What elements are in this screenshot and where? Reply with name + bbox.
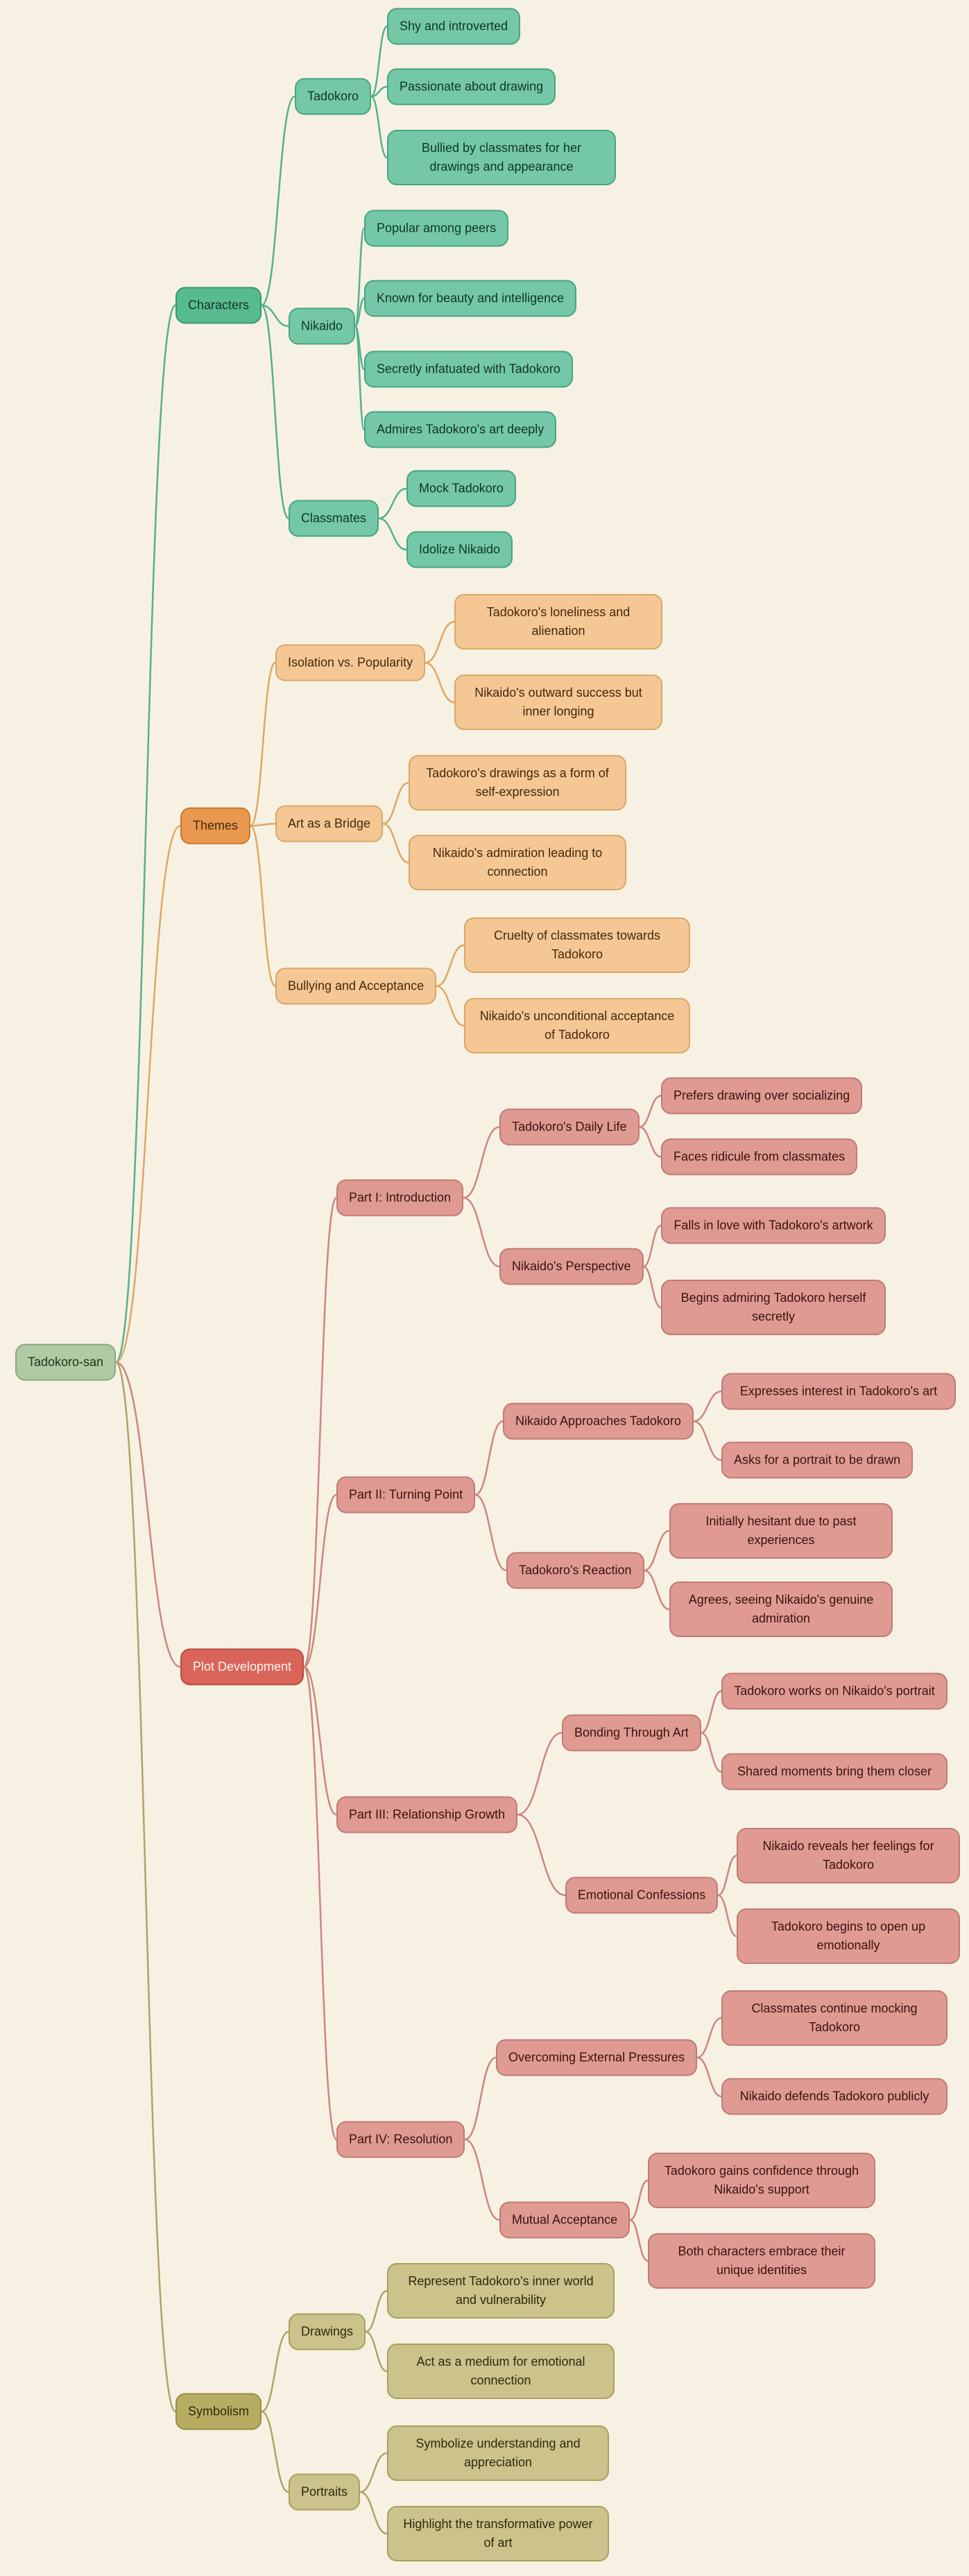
leaf-represent-inner-world[interactable]: Represent Tadokoro's inner world and vul…	[387, 2263, 615, 2319]
leaf-unconditional-acceptance[interactable]: Nikaido's unconditional acceptance of Ta…	[464, 998, 690, 1053]
leaf-bullied-by-classmates[interactable]: Bullied by classmates for her drawings a…	[387, 130, 616, 185]
leaf-nikaido-defends-publicly[interactable]: Nikaido defends Tadokoro publicly	[721, 2078, 947, 2115]
leaf-drawings-self-expression[interactable]: Tadokoro's drawings as a form of self-ex…	[409, 755, 626, 811]
branch-plot-development[interactable]: Plot Development	[180, 1648, 305, 1686]
leaf-idolize-nikaido[interactable]: Idolize Nikaido	[406, 531, 513, 568]
node-art-as-a-bridge[interactable]: Art as a Bridge	[275, 805, 384, 842]
leaf-embrace-unique-identities[interactable]: Both characters embrace their unique ide…	[648, 2233, 875, 2289]
leaf-falls-in-love-artwork[interactable]: Falls in love with Tadokoro's artwork	[661, 1207, 886, 1244]
leaf-medium-emotional-connection[interactable]: Act as a medium for emotional connection	[387, 2344, 615, 2399]
leaf-passionate-about-drawing[interactable]: Passionate about drawing	[387, 68, 556, 105]
leaf-secretly-infatuated[interactable]: Secretly infatuated with Tadokoro	[364, 350, 573, 388]
leaf-outward-success-inner-longing[interactable]: Nikaido's outward success but inner long…	[454, 675, 662, 730]
node-nikaido[interactable]: Nikaido	[289, 307, 356, 345]
leaf-admires-art-deeply[interactable]: Admires Tadokoro's art deeply	[364, 411, 557, 448]
leaf-faces-ridicule[interactable]: Faces ridicule from classmates	[661, 1138, 858, 1176]
leaf-admiration-leading-connection[interactable]: Nikaido's admiration leading to connecti…	[409, 835, 626, 890]
leaf-initially-hesitant[interactable]: Initially hesitant due to past experienc…	[669, 1503, 893, 1559]
leaf-asks-for-portrait[interactable]: Asks for a portrait to be drawn	[721, 1441, 914, 1479]
leaf-shy-and-introverted[interactable]: Shy and introverted	[387, 8, 521, 45]
node-part-2-turning-point[interactable]: Part II: Turning Point	[336, 1476, 476, 1514]
root-node-tadokoro-san[interactable]: Tadokoro-san	[15, 1344, 117, 1381]
leaf-popular-among-peers[interactable]: Popular among peers	[364, 210, 509, 247]
leaf-classmates-continue-mocking[interactable]: Classmates continue mocking Tadokoro	[721, 1990, 947, 2046]
leaf-transformative-power-art[interactable]: Highlight the transformative power of ar…	[387, 2506, 609, 2561]
node-classmates[interactable]: Classmates	[289, 500, 379, 537]
node-tadokoro-reaction[interactable]: Tadokoro's Reaction	[506, 1552, 644, 1589]
leaf-shared-moments-closer[interactable]: Shared moments bring them closer	[721, 1753, 947, 1790]
node-nikaido-perspective[interactable]: Nikaido's Perspective	[499, 1248, 644, 1285]
leaf-cruelty-of-classmates[interactable]: Cruelty of classmates towards Tadokoro	[464, 917, 690, 973]
branch-symbolism[interactable]: Symbolism	[175, 2393, 262, 2430]
leaf-gains-confidence[interactable]: Tadokoro gains confidence through Nikaid…	[648, 2153, 875, 2208]
node-bullying-and-acceptance[interactable]: Bullying and Acceptance	[275, 967, 437, 1005]
node-overcoming-external-pressures[interactable]: Overcoming External Pressures	[496, 2039, 698, 2076]
leaf-symbolize-understanding[interactable]: Symbolize understanding and appreciation	[387, 2425, 609, 2481]
node-emotional-confessions[interactable]: Emotional Confessions	[565, 1876, 719, 1914]
node-isolation-vs-popularity[interactable]: Isolation vs. Popularity	[275, 644, 426, 681]
leaf-agrees-genuine-admiration[interactable]: Agrees, seeing Nikaido's genuine admirat…	[669, 1582, 893, 1637]
leaf-works-on-portrait[interactable]: Tadokoro works on Nikaido's portrait	[721, 1672, 947, 1710]
leaf-mock-tadokoro[interactable]: Mock Tadokoro	[406, 470, 516, 507]
node-mutual-acceptance[interactable]: Mutual Acceptance	[499, 2201, 631, 2239]
leaf-tadokoro-opens-up[interactable]: Tadokoro begins to open up emotionally	[737, 1908, 960, 1964]
node-tadokoro-daily-life[interactable]: Tadokoro's Daily Life	[499, 1108, 640, 1146]
node-nikaido-approaches-tadokoro[interactable]: Nikaido Approaches Tadokoro	[503, 1403, 694, 1440]
leaf-begins-admiring-secretly[interactable]: Begins admiring Tadokoro herself secretl…	[661, 1280, 886, 1335]
node-part-3-relationship-growth[interactable]: Part III: Relationship Growth	[336, 1796, 518, 1833]
node-portraits[interactable]: Portraits	[289, 2473, 361, 2511]
branch-themes[interactable]: Themes	[180, 807, 251, 845]
node-part-4-resolution[interactable]: Part IV: Resolution	[336, 2121, 465, 2158]
node-bonding-through-art[interactable]: Bonding Through Art	[562, 1714, 701, 1752]
leaf-expresses-interest-art[interactable]: Expresses interest in Tadokoro's art	[721, 1373, 956, 1410]
leaf-known-for-beauty[interactable]: Known for beauty and intelligence	[364, 280, 577, 317]
node-tadokoro[interactable]: Tadokoro	[295, 78, 372, 115]
leaf-loneliness-alienation[interactable]: Tadokoro's loneliness and alienation	[454, 594, 662, 650]
branch-characters[interactable]: Characters	[175, 287, 262, 324]
node-drawings[interactable]: Drawings	[289, 2313, 366, 2350]
leaf-nikaido-reveals-feelings[interactable]: Nikaido reveals her feelings for Tadokor…	[737, 1828, 960, 1883]
node-part-1-introduction[interactable]: Part I: Introduction	[336, 1179, 464, 1217]
leaf-prefers-drawing[interactable]: Prefers drawing over socializing	[661, 1077, 863, 1115]
